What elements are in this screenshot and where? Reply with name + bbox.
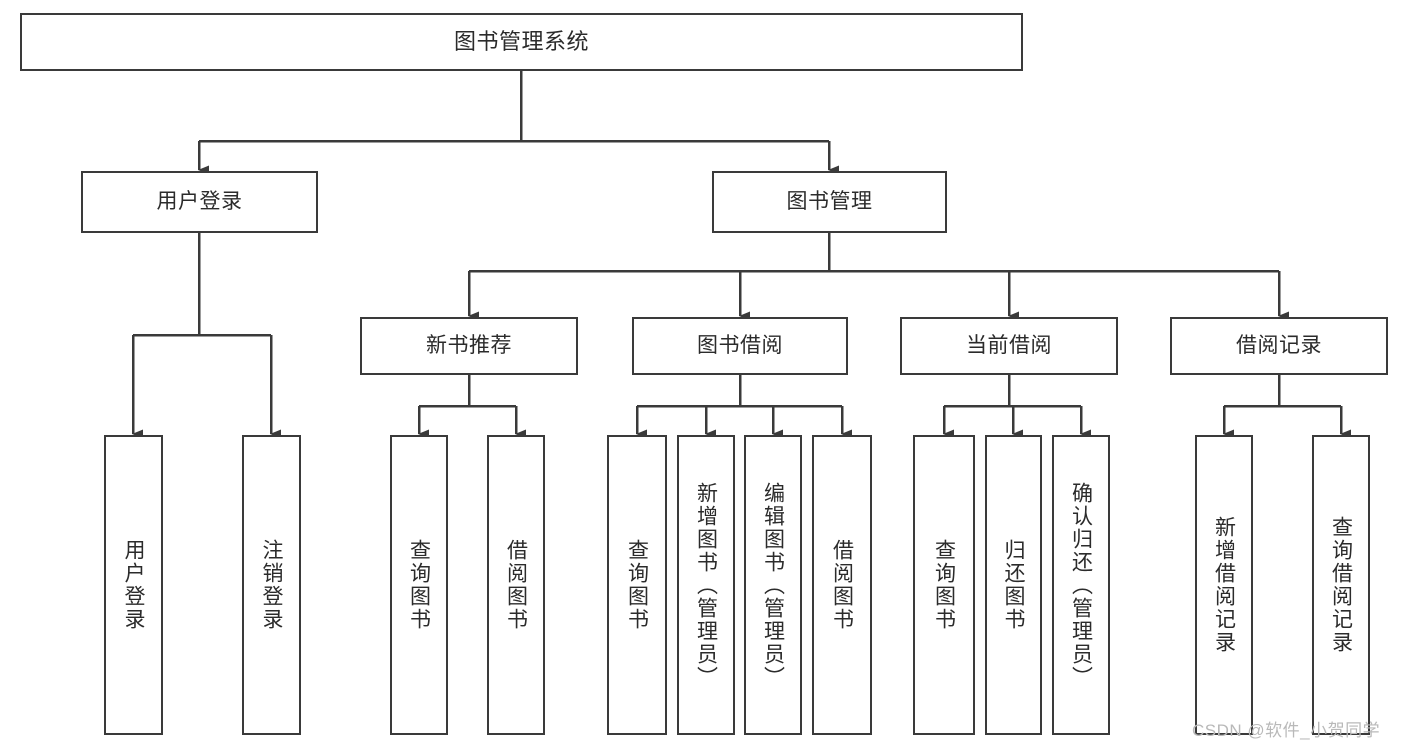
- node-box-leaf-7[interactable]: 编辑图书（管理员）: [744, 435, 802, 735]
- node-label-leaf-8: 借阅图书: [830, 539, 854, 631]
- node-label-current: 当前借阅: [966, 333, 1052, 357]
- node-box-leaf-3[interactable]: 查询图书: [390, 435, 448, 735]
- node-label-leaf-3: 查询图书: [407, 539, 431, 631]
- node-label-leaf-1: 用户登录: [122, 539, 145, 631]
- node-label-leaf-9: 查询图书: [932, 539, 956, 631]
- node-box-records[interactable]: 借阅记录: [1170, 317, 1388, 375]
- node-box-leaf-9[interactable]: 查询图书: [913, 435, 975, 735]
- node-box-leaf-5[interactable]: 查询图书: [607, 435, 667, 735]
- node-label-leaf-7: 编辑图书（管理员）: [761, 481, 785, 689]
- node-label-root: 图书管理系统: [453, 29, 589, 55]
- node-label-user-login: 用户登录: [156, 189, 243, 213]
- node-label-leaf-12: 新增借阅记录: [1212, 516, 1236, 654]
- connector-group: [131, 71, 1351, 439]
- node-label-borrow: 图书借阅: [697, 333, 783, 357]
- node-box-book-mgmt[interactable]: 图书管理: [712, 171, 947, 233]
- node-box-leaf-10[interactable]: 归还图书: [985, 435, 1042, 735]
- node-label-leaf-11: 确认归还（管理员）: [1069, 481, 1093, 689]
- node-box-borrow[interactable]: 图书借阅: [632, 317, 848, 375]
- node-box-leaf-11[interactable]: 确认归还（管理员）: [1052, 435, 1110, 735]
- node-box-new-rec[interactable]: 新书推荐: [360, 317, 578, 375]
- node-box-leaf-8[interactable]: 借阅图书: [812, 435, 872, 735]
- node-label-leaf-5: 查询图书: [625, 539, 649, 631]
- node-box-leaf-1[interactable]: 用户登录: [104, 435, 163, 735]
- node-label-leaf-10: 归还图书: [1002, 539, 1025, 631]
- node-box-current[interactable]: 当前借阅: [900, 317, 1118, 375]
- node-label-book-mgmt: 图书管理: [786, 189, 873, 213]
- node-label-new-rec: 新书推荐: [426, 333, 512, 357]
- node-label-records: 借阅记录: [1236, 333, 1322, 357]
- node-box-leaf-2[interactable]: 注销登录: [242, 435, 301, 735]
- node-box-user-login[interactable]: 用户登录: [81, 171, 318, 233]
- node-label-leaf-4: 借阅图书: [504, 539, 528, 631]
- node-box-leaf-4[interactable]: 借阅图书: [487, 435, 545, 735]
- node-box-leaf-12[interactable]: 新增借阅记录: [1195, 435, 1253, 735]
- node-box-leaf-13[interactable]: 查询借阅记录: [1312, 435, 1370, 735]
- node-label-leaf-6: 新增图书（管理员）: [694, 481, 718, 689]
- node-label-leaf-13: 查询借阅记录: [1329, 516, 1353, 654]
- node-box-leaf-6[interactable]: 新增图书（管理员）: [677, 435, 735, 735]
- node-box-root[interactable]: 图书管理系统: [20, 13, 1023, 71]
- node-label-leaf-2: 注销登录: [260, 539, 283, 631]
